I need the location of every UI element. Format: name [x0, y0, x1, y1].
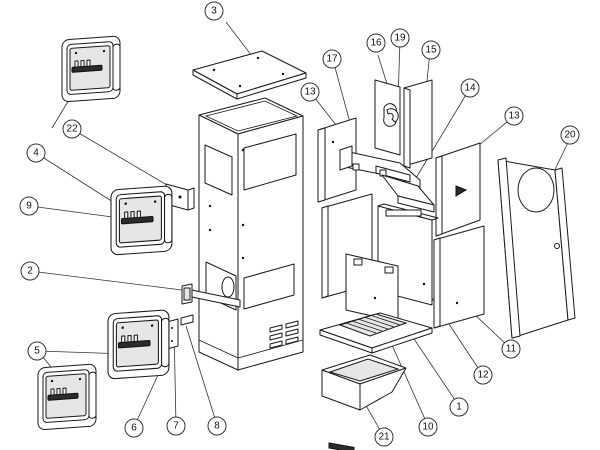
door-panel-20 [497, 157, 576, 339]
deflector-14 [381, 174, 435, 213]
callout-13-right: 13 [504, 106, 524, 126]
svg-text:21: 21 [378, 432, 390, 443]
svg-text:19: 19 [394, 33, 406, 44]
door-5 [37, 363, 97, 431]
slide-bar [181, 283, 241, 308]
callout-5: 5 [27, 341, 47, 361]
svg-text:1: 1 [456, 402, 462, 413]
top-plate [192, 50, 307, 100]
svg-text:13: 13 [304, 87, 316, 98]
svg-text:11: 11 [506, 344, 517, 355]
callout-17: 17 [322, 49, 342, 69]
callout-10: 10 [418, 417, 438, 437]
clip-19 [386, 108, 399, 123]
svg-text:17: 17 [326, 54, 338, 65]
svg-text:14: 14 [464, 83, 476, 94]
svg-text:15: 15 [425, 45, 437, 56]
svg-text:5: 5 [34, 346, 40, 357]
ash-drawer-21 [321, 354, 407, 450]
callout-2: 2 [20, 261, 40, 281]
callout-6: 6 [124, 418, 144, 438]
callout-16: 16 [366, 33, 386, 53]
svg-text:12: 12 [477, 370, 489, 381]
svg-text:10: 10 [422, 422, 434, 433]
callout-14: 14 [460, 78, 480, 98]
svg-text:2: 2 [27, 266, 33, 277]
main-body-housing [198, 97, 304, 371]
svg-text:22: 22 [66, 124, 78, 135]
callout-20: 20 [560, 125, 580, 145]
callout-19: 19 [390, 28, 410, 48]
svg-text:9: 9 [26, 201, 32, 212]
callout-7: 7 [166, 416, 186, 436]
svg-text:16: 16 [370, 38, 382, 49]
callout-8: 8 [207, 416, 227, 436]
small-plate-8 [180, 314, 194, 326]
callouts: 3 16 19 15 17 13 14 13 20 4 22 9 2 5 6 7… [19, 1, 580, 447]
callout-22: 22 [62, 119, 82, 139]
callout-9: 9 [19, 196, 39, 216]
callout-12: 12 [473, 365, 493, 385]
callout-4-top: 4 [26, 143, 46, 163]
callout-3: 3 [204, 1, 224, 21]
grate-10 [338, 313, 408, 337]
baffle-17 [339, 145, 421, 193]
callout-1: 1 [449, 397, 469, 417]
vent-slots [269, 320, 299, 349]
door-6 [107, 309, 170, 380]
svg-text:20: 20 [564, 130, 576, 141]
panel-15 [403, 79, 433, 169]
callout-13-left: 13 [300, 82, 320, 102]
door-9 [110, 185, 173, 256]
svg-text:3: 3 [211, 6, 217, 17]
grate-back-panel [345, 253, 399, 323]
svg-text:8: 8 [214, 421, 220, 432]
svg-text:13: 13 [508, 111, 520, 122]
svg-text:4: 4 [33, 148, 39, 159]
callout-11: 11 [501, 339, 521, 359]
door-4-top [61, 35, 121, 103]
panel-11 [433, 225, 485, 329]
callout-15: 15 [421, 40, 441, 60]
svg-text:6: 6 [131, 423, 137, 434]
callout-21: 21 [374, 427, 394, 447]
side-panel-13-left [317, 117, 357, 203]
side-panel-13-right [435, 142, 481, 237]
svg-text:7: 7 [173, 421, 179, 432]
